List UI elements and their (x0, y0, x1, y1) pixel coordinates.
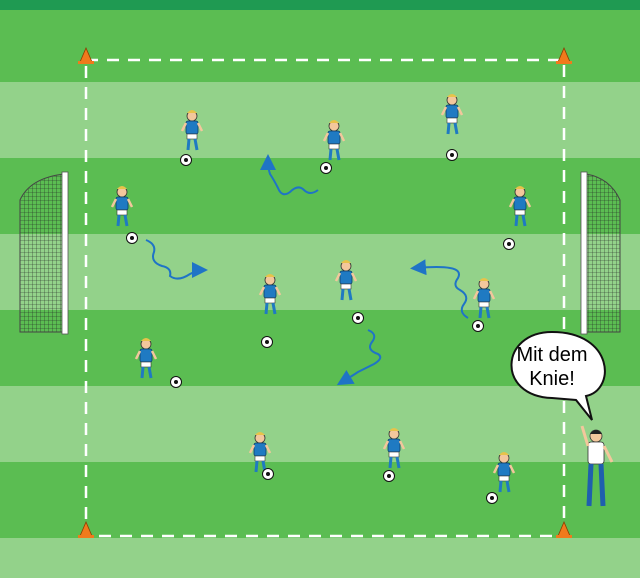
top-bar (0, 0, 640, 10)
ball (262, 337, 273, 348)
ball (487, 493, 498, 504)
ball (263, 469, 274, 480)
ball (447, 150, 458, 161)
ball (353, 313, 364, 324)
left-goal (20, 172, 68, 334)
ball (127, 233, 138, 244)
ball (504, 239, 515, 250)
ball (321, 163, 332, 174)
right-goal (581, 172, 620, 334)
ball (473, 321, 484, 332)
ball (384, 471, 395, 482)
speech-line-1: Mit dem (496, 343, 608, 367)
ball (171, 377, 182, 388)
ball (181, 155, 192, 166)
speech-line-2: Knie! (496, 367, 608, 391)
speech-bubble-text: Mit dem Knie! (496, 343, 608, 391)
